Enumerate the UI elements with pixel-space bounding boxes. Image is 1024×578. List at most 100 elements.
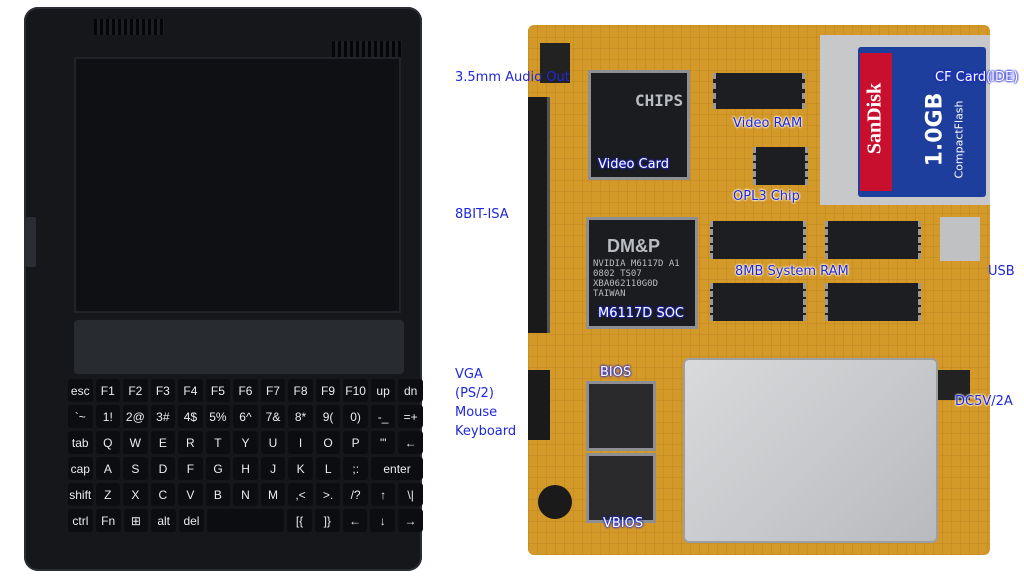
key: 3# [150,405,176,428]
soc-marking: 0802 TS07 [593,269,642,279]
key: H [233,457,258,480]
key: P [343,431,368,454]
key: F7 [260,379,286,402]
usb-port [940,217,980,261]
key: Q [95,431,121,454]
vbios-chip [586,453,656,523]
key: F6 [233,379,258,402]
key: V [178,483,203,506]
key: W [123,431,148,454]
ram-chip [710,221,806,259]
key: F5 [205,379,231,402]
usb-port [26,217,36,267]
key: ]} [314,509,340,532]
key: `~ [68,405,93,428]
key: F2 [123,379,148,402]
key: M [260,483,286,506]
key: ;: [343,457,369,480]
label-ps2: (PS/2) [455,386,494,401]
mainboard: CHIPS DM&P NVIDIA M6117D A1 0802 TS07 XB… [528,25,990,555]
soc-marking: TAIWAN [593,289,626,299]
key: ← [342,509,368,532]
key: F1 [95,379,121,402]
cf-type: CompactFlash [952,100,966,179]
key: ← [398,431,423,454]
key: -_ [370,405,396,428]
key: 8* [288,405,313,428]
key: X [123,483,148,506]
key: U [260,431,286,454]
audio-jack [540,43,570,83]
key: L [315,457,341,480]
key: \| [398,483,423,506]
label-usb: USB [988,264,1015,279]
key: 6^ [233,405,258,428]
speaker-grille-right [332,41,402,57]
key: ctrl [68,509,93,532]
vga-ps2-header [528,370,550,440]
key: C [150,483,176,506]
key: /? [343,483,368,506]
label-audio: 3.5mm Audio Out [455,70,570,85]
key: dn [398,379,423,402]
key: =+ [398,405,423,428]
key: S [123,457,148,480]
key: '" [370,431,396,454]
video-chip: CHIPS [588,70,690,180]
dc-jack [938,370,970,400]
key: up [370,379,396,402]
label-bios: BIOS [600,365,632,380]
cf-brand: SanDisk [863,82,886,155]
key: F4 [178,379,203,402]
opl3-chip [753,147,808,185]
label-opl3: OPL3 Chip [733,189,800,204]
key: 9( [315,405,341,428]
key: enter [371,457,424,480]
key: ↑ [370,483,396,506]
key: R [178,431,203,454]
key: Fn [95,509,121,532]
key: ,< [288,483,313,506]
label-video-ram: Video RAM [733,116,803,131]
key: ↓ [370,509,396,532]
video-ram-chip [713,73,805,109]
label-cf: CF Card(IDE) [935,70,1019,85]
soc-marking: XBA062110G0D [593,279,659,289]
ram-chip [825,283,921,321]
key: K [288,457,313,480]
key: Y [233,431,258,454]
isa-connector [528,97,550,333]
label-vbios: VBIOS [603,516,644,531]
key: O [315,431,341,454]
key: ⊞ [123,509,149,532]
key: shift [68,483,93,506]
key: E [150,431,176,454]
key: D [150,457,176,480]
key: alt [151,509,177,532]
ram-chip [825,221,921,259]
cf-card: SanDisk 1.0GB CompactFlash [858,47,986,197]
key: 1! [95,405,121,428]
key: esc [68,379,93,402]
key: → [398,509,423,532]
speaker-grille-left [94,19,164,35]
key: F9 [315,379,341,402]
key: >. [315,483,341,506]
key: I [288,431,313,454]
label-dc: DC5V/2A [955,394,1013,409]
key: A [95,457,121,480]
cf-capacity: 1.0GB [922,92,948,167]
key: F10 [343,379,368,402]
key: Z [95,483,121,506]
bios-chip [586,381,656,451]
label-keyboard: Keyboard [455,424,517,439]
soc-marking: NVIDIA M6117D A1 [593,259,680,269]
buzzer [538,485,572,519]
label-video-card: Video Card [598,157,669,172]
